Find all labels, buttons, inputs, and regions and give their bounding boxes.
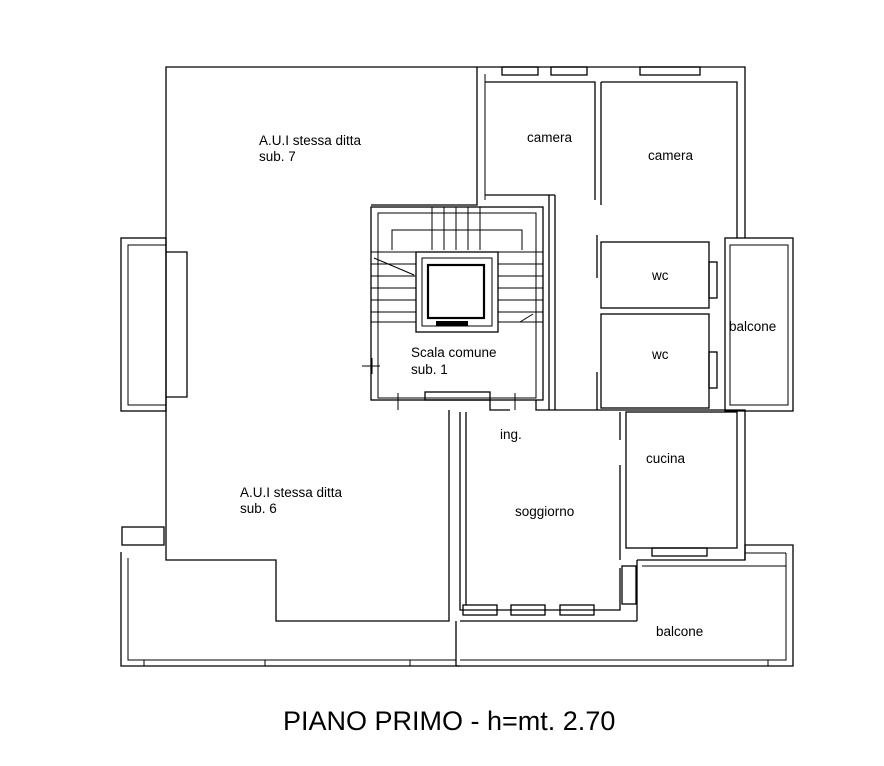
left-balcony xyxy=(120,237,167,412)
label-wc-1: wc xyxy=(651,268,669,283)
right-apartment-walls xyxy=(371,66,794,667)
label-cucina: cucina xyxy=(646,451,686,466)
plan-title: PIANO PRIMO - h=mt. 2.70 xyxy=(283,706,615,736)
label-aui-sub6: A.U.I stessa ditta xyxy=(240,485,343,500)
bottom-left-balcony xyxy=(120,526,460,667)
label-ingresso: ing. xyxy=(500,427,522,442)
label-aui-sub7-sub: sub. 7 xyxy=(259,149,296,164)
left-unit-walls xyxy=(165,66,477,622)
label-wc-2: wc xyxy=(651,347,669,362)
label-soggiorno: soggiorno xyxy=(515,504,574,519)
label-camera-1: camera xyxy=(527,130,573,145)
label-scala-comune: Scala comune xyxy=(411,345,497,360)
label-aui-sub6-sub: sub. 6 xyxy=(240,501,277,516)
label-scala-sub: sub. 1 xyxy=(411,362,448,377)
stair-core xyxy=(362,206,555,411)
label-balcone-bottom: balcone xyxy=(656,624,703,639)
label-balcone-right: balcone xyxy=(729,319,776,334)
label-camera-2: camera xyxy=(648,148,694,163)
label-aui-sub7: A.U.I stessa ditta xyxy=(259,133,362,148)
